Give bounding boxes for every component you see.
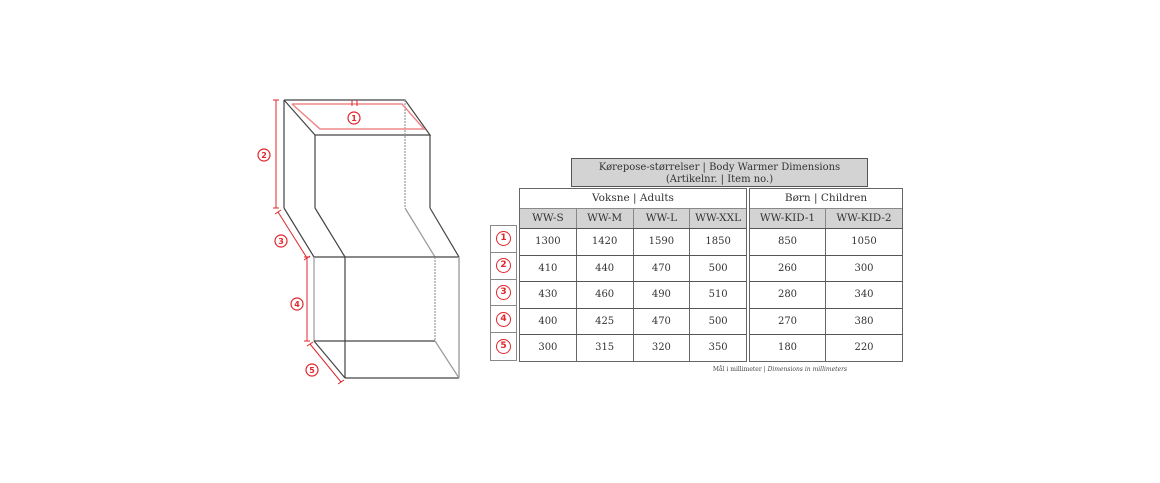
children-column-headers: WW-KID-1 WW-KID-2: [750, 209, 902, 229]
svg-text:1: 1: [351, 114, 357, 123]
row-marker: 5: [491, 333, 516, 360]
adults-body: 1300 1420 1590 1850 410 440 470 500 430 …: [520, 229, 746, 362]
children-body: 850 1050 260 300 280 340 270 380 180 220: [750, 229, 902, 362]
column-header: WW-KID-2: [836, 212, 892, 224]
table-cell: 425: [577, 308, 634, 335]
units-footnote: Mål i millimeter | Dimensions in millime…: [700, 366, 860, 373]
number-5-icon: 5: [496, 339, 511, 355]
table-cell: 260: [750, 255, 826, 282]
table-title-line1: Kørepose-størrelser | Body Warmer Dimens…: [598, 162, 841, 173]
table-cell: 1050: [851, 236, 877, 247]
table-cell: 1300: [520, 229, 577, 255]
table-cell: 340: [854, 289, 874, 301]
table-cell: 300: [854, 262, 874, 274]
table-row: 260 300: [750, 255, 902, 283]
svg-text:4: 4: [294, 300, 300, 309]
table-cell: 400: [520, 308, 577, 335]
label-2-icon: 2: [257, 148, 271, 162]
table-cell: 1420: [577, 229, 634, 255]
table-cell: 850: [750, 229, 826, 255]
outline: [283, 99, 460, 379]
adults-header: Voksne | Adults: [520, 189, 746, 209]
table-title-line2: (Artikelnr. | Item no.): [665, 174, 774, 185]
table-cell: 500: [708, 262, 728, 274]
svg-text:5: 5: [309, 366, 315, 375]
table-cell: 460: [577, 282, 634, 308]
table-row: 430 460 490 510: [520, 282, 746, 309]
footnote-danish: Mål i millimeter |: [712, 366, 766, 373]
table-cell: 300: [520, 335, 577, 362]
dimension-labels: 1 2 3 4 5: [257, 111, 361, 377]
column-header: WW-M: [577, 209, 634, 228]
number-1-icon: 1: [496, 231, 511, 247]
column-header: WW-XXL: [695, 212, 742, 224]
table-cell: 470: [634, 255, 691, 282]
table-cell: 180: [750, 335, 826, 362]
adults-table: Voksne | Adults WW-S WW-M WW-L WW-XXL 13…: [519, 188, 747, 362]
label-5-icon: 5: [305, 363, 319, 377]
row-marker: 3: [491, 280, 516, 307]
table-cell: 470: [634, 308, 691, 335]
table-cell: 220: [854, 342, 874, 354]
table-cell: 380: [854, 315, 874, 327]
table-row: 400 425 470 500: [520, 308, 746, 336]
table-row: 1300 1420 1590 1850: [520, 229, 746, 256]
children-header: Børn | Children: [750, 189, 902, 209]
table-cell: 490: [634, 282, 691, 308]
table-cell: 430: [520, 282, 577, 308]
table-title: Kørepose-størrelser | Body Warmer Dimens…: [571, 158, 868, 187]
table-row: 300 315 320 350: [520, 335, 746, 362]
column-header: WW-KID-1: [750, 209, 826, 228]
column-header: WW-S: [520, 209, 577, 228]
table-cell: 315: [577, 335, 634, 362]
column-header: WW-L: [634, 209, 691, 228]
table-cell: 410: [520, 255, 577, 282]
number-4-icon: 4: [496, 311, 511, 327]
table-cell: 320: [634, 335, 691, 362]
adults-column-headers: WW-S WW-M WW-L WW-XXL: [520, 209, 746, 229]
table-cell: 510: [708, 289, 728, 301]
svg-text:2: 2: [261, 151, 267, 160]
table-cell: 280: [750, 282, 826, 308]
table-cell: 270: [750, 308, 826, 335]
table-row: 850 1050: [750, 229, 902, 256]
table-cell: 440: [577, 255, 634, 282]
children-table: Børn | Children WW-KID-1 WW-KID-2 850 10…: [749, 188, 903, 362]
label-1-icon: 1: [347, 111, 361, 125]
label-3-icon: 3: [274, 234, 288, 248]
row-markers: 1 2 3 4 5: [490, 225, 517, 361]
table-row: 180 220: [750, 335, 902, 362]
row-marker: 4: [491, 306, 516, 334]
table-cell: 1850: [705, 236, 731, 247]
table-row: 280 340: [750, 282, 902, 309]
svg-text:3: 3: [278, 237, 284, 246]
table-cell: 350: [708, 342, 728, 354]
footnote-english: Dimensions in millimeters: [767, 366, 848, 373]
dimension-lines: [273, 99, 426, 385]
table-cell: 500: [708, 315, 728, 327]
table-cell: 1590: [634, 229, 691, 255]
label-4-icon: 4: [290, 297, 304, 311]
row-marker: 2: [491, 253, 516, 280]
table-row: 410 440 470 500: [520, 255, 746, 283]
number-2-icon: 2: [496, 258, 511, 274]
table-row: 270 380: [750, 308, 902, 336]
row-marker: 1: [491, 226, 516, 253]
number-3-icon: 3: [496, 284, 511, 300]
